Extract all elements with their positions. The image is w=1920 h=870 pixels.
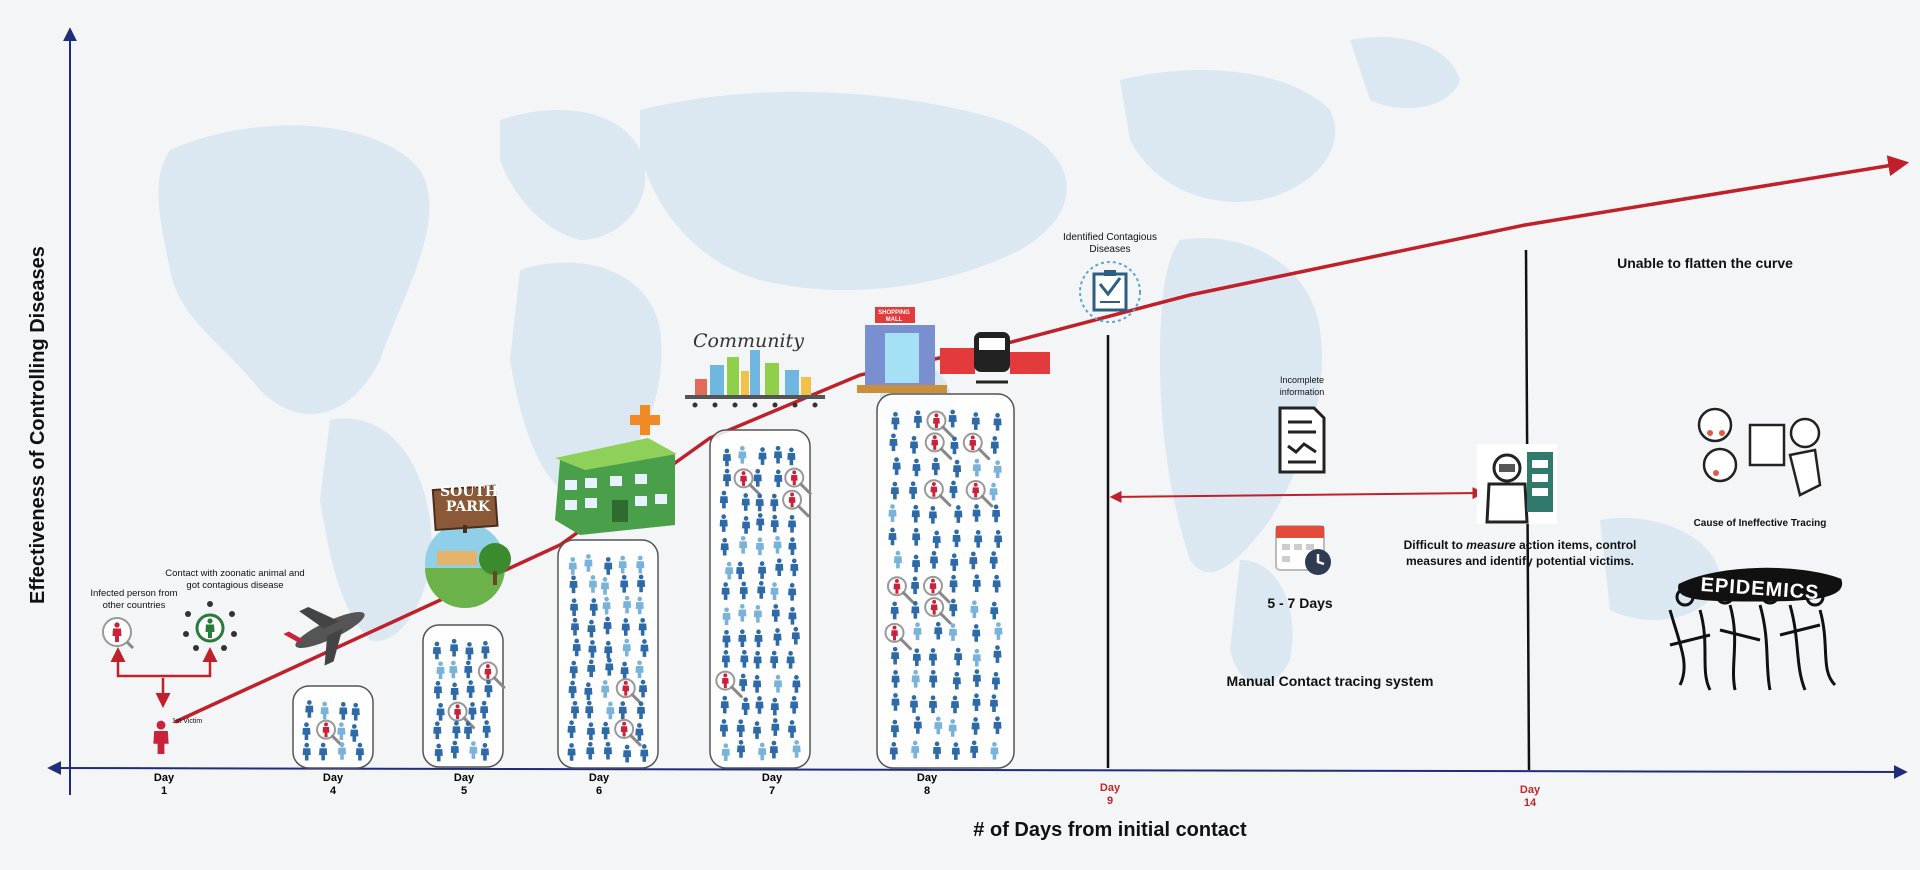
difficult-em: measure — [1466, 538, 1516, 552]
manual-tracing-label: Manual Contact tracing system — [1226, 673, 1434, 689]
calendar-icon — [1275, 525, 1331, 575]
mall-icon — [857, 307, 947, 393]
community-label: Community — [693, 330, 804, 352]
mall-sign: SHOPPING MALL — [878, 310, 910, 323]
infected-traveler-icon — [102, 617, 135, 650]
tick-number: 9 — [1106, 795, 1114, 807]
tick-number: 4 — [329, 785, 337, 797]
x-axis-label: # of Days from initial contact — [973, 819, 1247, 841]
unable-label: Unable to flatten the curve — [1617, 255, 1793, 271]
epidemics-crowd-icon — [1668, 567, 1843, 691]
south-park-sign: SOUTH PARK — [440, 484, 499, 515]
tick-word: Day — [453, 772, 475, 784]
difficult-pre: Difficult to — [1403, 538, 1467, 552]
tick-number: 8 — [923, 785, 931, 797]
identified-label: Identified Contagious Diseases — [1063, 232, 1157, 255]
tick-word: Day — [916, 772, 938, 784]
tick-word: Day — [588, 772, 610, 784]
first-victim-person-icon — [153, 720, 169, 754]
hospital-icon — [555, 405, 677, 535]
tick-number: 7 — [768, 785, 776, 797]
hazmat-worker-icon — [1477, 444, 1557, 524]
incomplete-label: Incomplete information — [1279, 375, 1325, 397]
first-victim-label: 1st Victim — [172, 718, 203, 725]
people-cluster-box — [709, 429, 811, 769]
zoonotic-animal-icon — [183, 601, 237, 651]
clipboard-icon — [1079, 261, 1141, 323]
days-range-label: 5 - 7 Days — [1267, 595, 1333, 611]
infected-person-label: Infected person from other countries — [90, 588, 178, 611]
document-icon — [1278, 406, 1326, 474]
tracing-delay-arrow — [1109, 487, 1485, 503]
park-icon — [425, 484, 511, 608]
tick-word: Day — [322, 772, 344, 784]
city-icon — [685, 350, 825, 408]
axes — [47, 27, 1908, 795]
tick-word: Day — [1099, 782, 1121, 794]
tick-word: Day — [1519, 784, 1541, 796]
world-map-background — [158, 36, 1720, 686]
airplane-icon — [283, 607, 365, 666]
x-axis — [47, 761, 1908, 779]
difficult-post: action items, control measures and ident… — [1405, 538, 1637, 568]
tick-word: Day — [153, 772, 175, 784]
tick-number: 1 — [160, 785, 168, 797]
zoonotic-label: Contact with zoonatic animal and got con… — [165, 568, 305, 591]
tick-number: 6 — [595, 785, 603, 797]
difficult-label: Difficult to measure action items, contr… — [1375, 537, 1665, 569]
cause-label: Cause of Ineffective Tracing — [1693, 518, 1827, 529]
people-cluster-box — [422, 624, 504, 768]
people-clusters — [292, 393, 1015, 769]
tick-number: 5 — [460, 785, 468, 797]
origin-branch-arrows — [110, 647, 218, 708]
tick-number: 14 — [1523, 797, 1537, 809]
y-axis-label: Effectiveness of Controlling Diseases — [27, 246, 49, 604]
train-icon — [940, 332, 1050, 384]
sad-faces-icon — [1697, 407, 1822, 497]
tick-word: Day — [761, 772, 783, 784]
